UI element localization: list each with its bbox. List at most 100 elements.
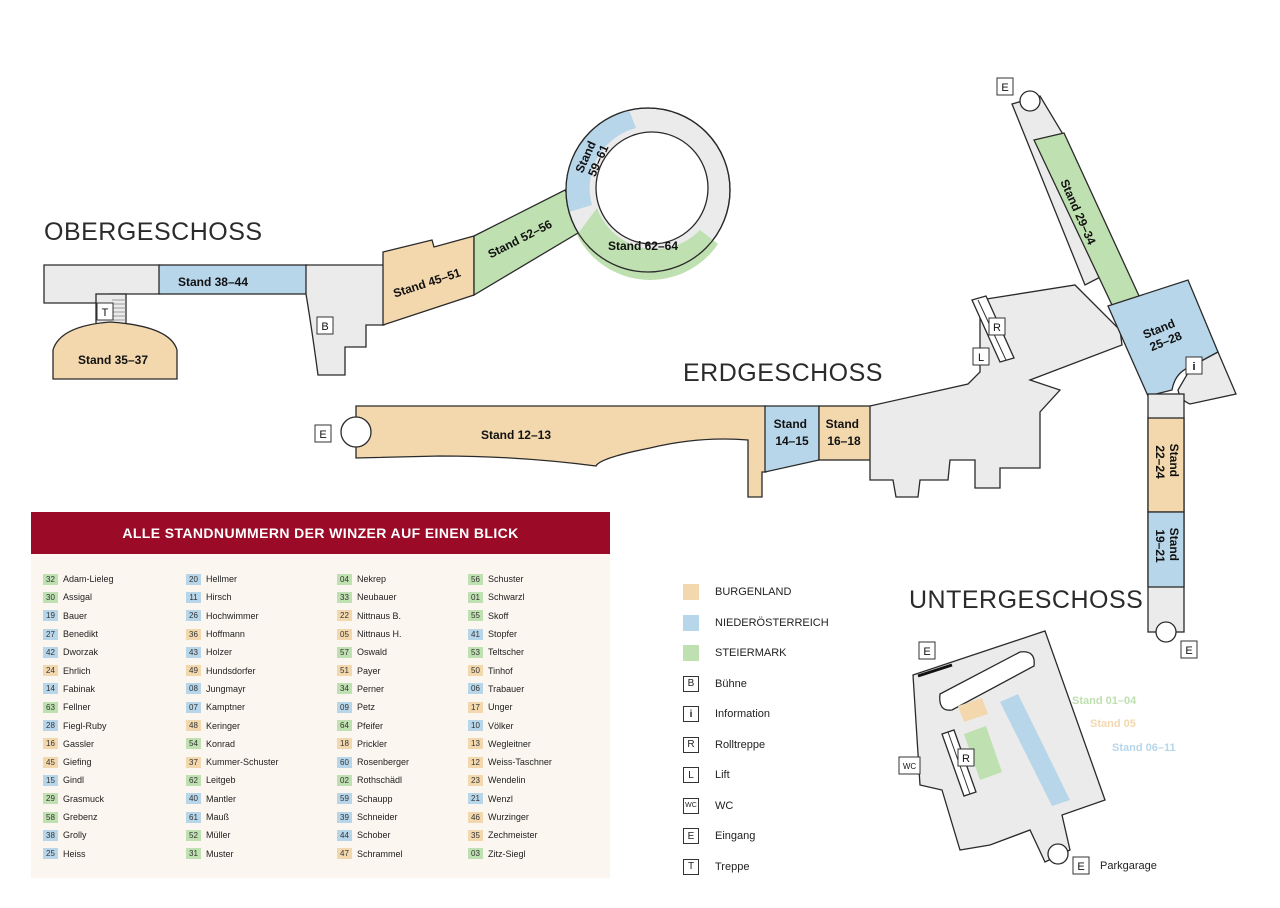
stand-number-badge: 17 (468, 701, 483, 713)
stand-35-37-area (52, 321, 178, 380)
legend-key-icon: B (683, 675, 699, 692)
ug-eingang-marker-parkgarage[interactable]: E (1072, 856, 1090, 875)
stand-number-badge: 30 (43, 591, 58, 603)
eg-info-marker[interactable]: i (1185, 356, 1203, 375)
winery-name: Adam-Lieleg (63, 574, 114, 585)
stand-number-badge: 23 (468, 774, 483, 786)
stand-12-13-area (355, 405, 767, 498)
ug-stand-05-label: Stand 05 (1090, 718, 1136, 730)
eg-lift-marker[interactable]: L (972, 347, 990, 366)
winery-name: Zitz-Siegl (488, 848, 526, 859)
obergeschoss-plan: Stand 35–37 Stand 38–44 Stand 45–51 Stan… (43, 107, 731, 380)
og-treppe-marker[interactable]: T (96, 302, 114, 321)
eg-rolltreppe-marker[interactable]: R (988, 317, 1006, 336)
ug-rolltreppe-marker[interactable]: R (957, 748, 975, 767)
og-buehne-marker[interactable]: B (316, 316, 334, 335)
winery-name: Schneider (357, 812, 398, 822)
eg-eingang-marker-west[interactable]: E (314, 424, 332, 443)
stand-number-badge: 45 (43, 756, 58, 768)
legend-label: BURGENLAND (715, 586, 792, 598)
winery-name: Hirsch (206, 592, 232, 603)
stand-number-badge: 44 (337, 829, 352, 841)
ug-eingang-marker-north[interactable]: E (918, 641, 936, 660)
ug-wc-marker[interactable]: WC (898, 756, 921, 775)
winery-name: Weiss-Taschner (488, 757, 552, 768)
stand-number-badge: 58 (43, 811, 58, 823)
winery-name: Fellner (63, 702, 91, 713)
eg-eingang-marker-south[interactable]: E (1180, 640, 1198, 659)
legend-key-icon: L (683, 767, 699, 783)
ug-entrance-wall (917, 663, 953, 678)
eg-eingang-marker-north[interactable]: E (996, 77, 1014, 96)
winery-name: Teltscher (488, 647, 525, 658)
legend-label: WC (715, 799, 734, 812)
